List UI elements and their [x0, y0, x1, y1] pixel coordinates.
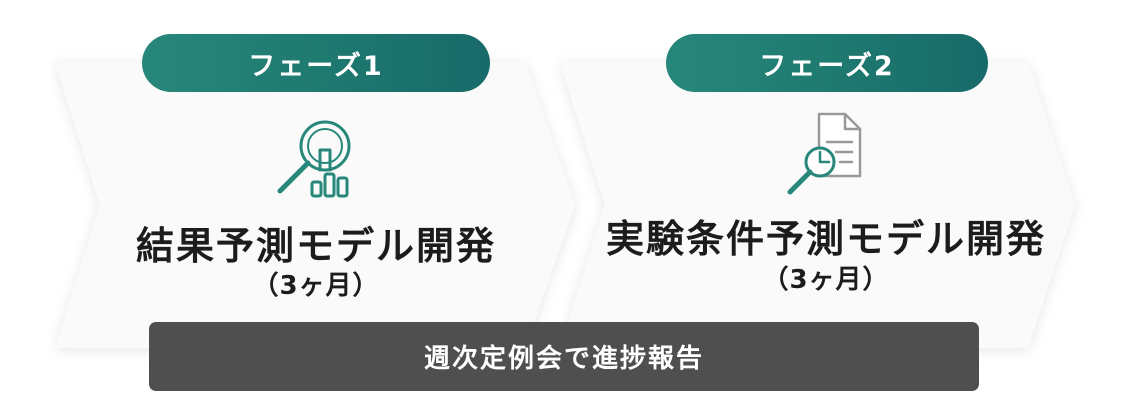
phase-2-badge: フェーズ2 — [666, 34, 988, 92]
phase-1-duration: （3ヶ月） — [252, 271, 380, 301]
phase-2-duration: （3ヶ月） — [762, 265, 890, 295]
phase-1-title: 結果予測モデル開発 — [135, 224, 496, 268]
weekly-report-label: 週次定例会で進捗報告 — [423, 344, 704, 374]
phase-2-chevron — [560, 62, 1075, 348]
phase-1-badge: フェーズ1 — [142, 34, 490, 92]
magnifier-document-icon — [787, 112, 862, 195]
phase-1-chevron — [55, 62, 575, 348]
weekly-report-banner: 週次定例会で進捗報告 — [149, 322, 979, 391]
magnifier-chart-icon — [277, 120, 351, 198]
phase-2-title: 実験条件予測モデル開発 — [605, 217, 1046, 261]
